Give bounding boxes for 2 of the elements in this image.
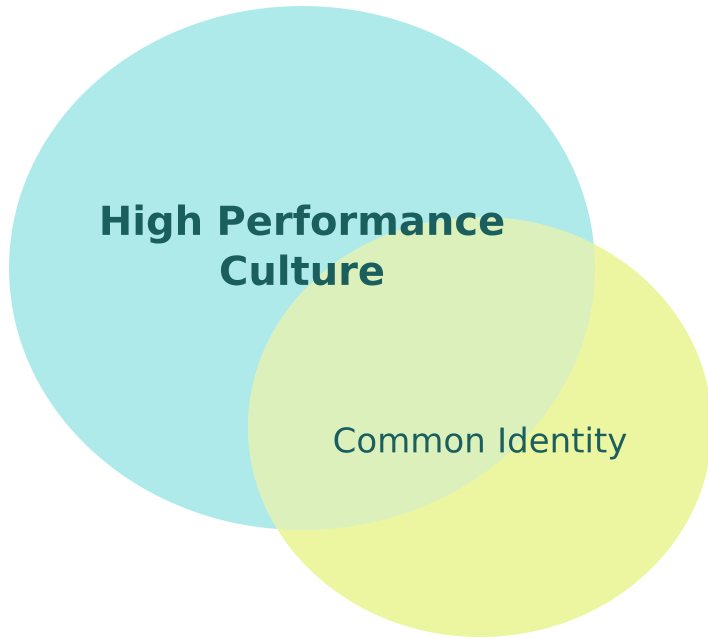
circle-label: Common Identity	[334, 426, 626, 460]
circle-label: High Performance Culture	[102, 204, 504, 286]
